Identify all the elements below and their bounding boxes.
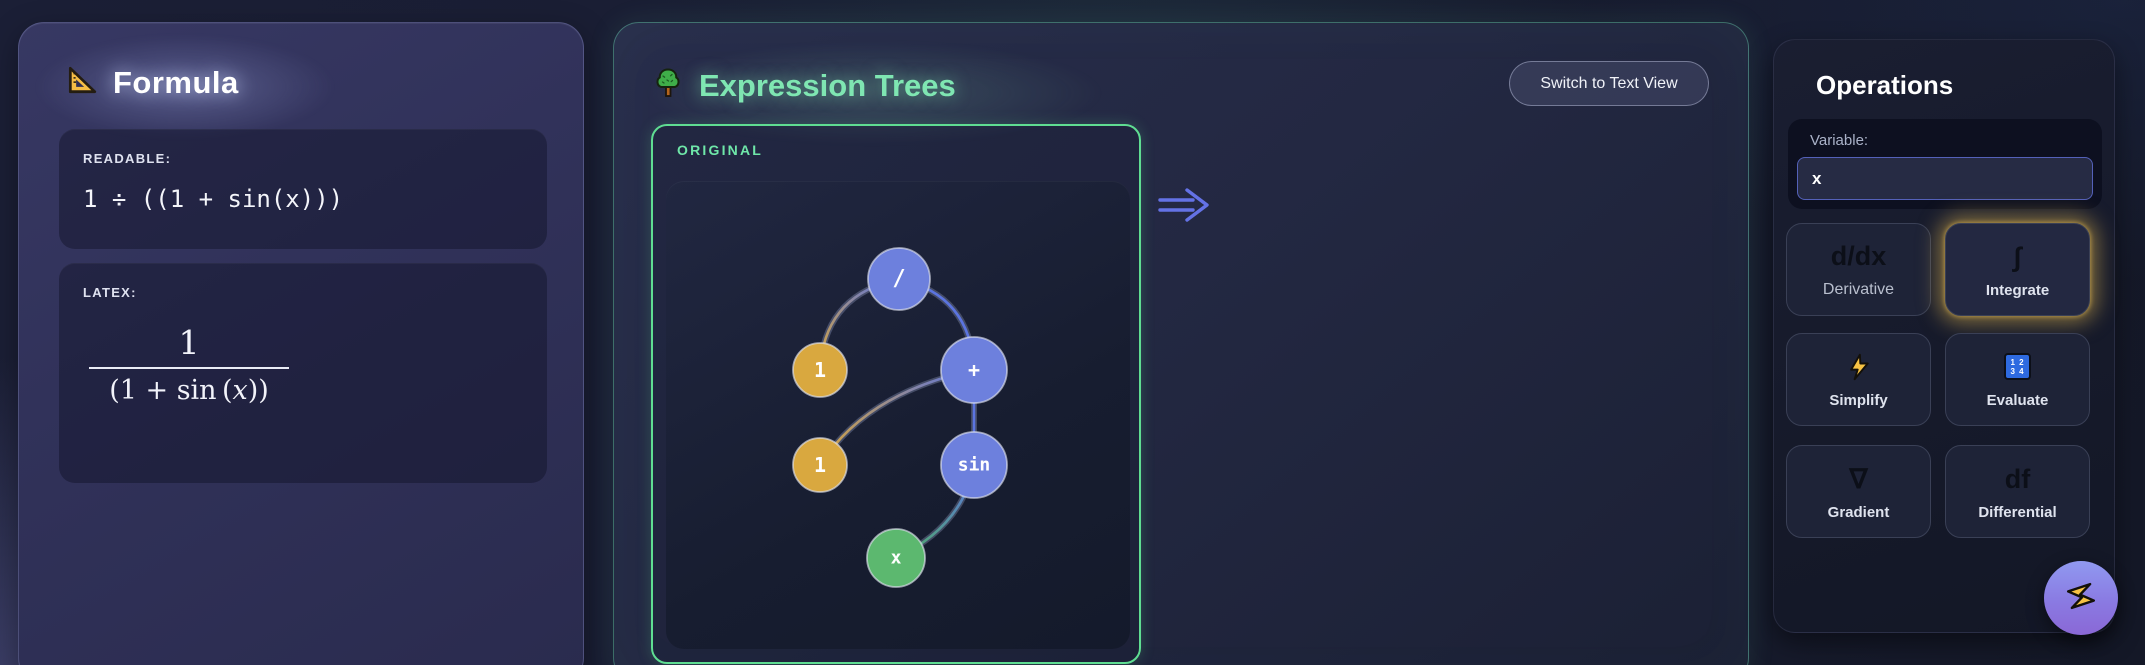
tree-node-plus[interactable] (940, 336, 1008, 404)
numbers-icon-row1: 1 2 (2010, 357, 2025, 367)
tree-node-label-plus: + (968, 358, 980, 382)
tree-node-label-one1: 1 (814, 358, 826, 382)
formula-panel: Formula READABLE: 1 ÷ ((1 + sin(x))) LAT… (18, 22, 584, 665)
df-icon: df (2004, 463, 2031, 494)
tree-node-x[interactable] (866, 528, 926, 588)
sigma-bolt-fab[interactable] (2044, 561, 2118, 635)
lightning-icon (1845, 351, 1873, 383)
numbers-icon-wrap: 1 2 3 4 (2004, 351, 2031, 383)
fraction-den-suffix: )) (247, 375, 269, 406)
evaluate-button[interactable]: 1 2 3 4 Evaluate (1945, 333, 2090, 426)
integrate-label: Integrate (1985, 281, 2050, 299)
formula-header: Formula (65, 63, 239, 102)
tree-node-div[interactable] (867, 247, 931, 311)
nabla-icon: ∇ (1849, 463, 1868, 494)
readable-expression: 1 ÷ ((1 + sin(x))) (83, 185, 344, 213)
variable-input[interactable] (1797, 157, 2093, 200)
expression-trees-panel: Expression Trees Switch to Text View ORI… (613, 22, 1749, 665)
original-label: ORIGINAL (677, 142, 764, 158)
formula-panel-title: Formula (113, 64, 239, 100)
latex-label: LATEX: (83, 285, 137, 300)
switch-to-text-view-button[interactable]: Switch to Text View (1509, 61, 1709, 106)
tree-node-label-sin: sin (958, 455, 991, 476)
original-tree-box: ORIGINAL / 1 +1 sin x (651, 124, 1141, 664)
evaluate-label: Evaluate (1986, 391, 2049, 409)
differential-label: Differential (1978, 503, 2057, 521)
gradient-label: Gradient (1827, 503, 1890, 521)
trees-panel-title: Expression Trees (699, 67, 956, 103)
numbers-icon: 1 2 3 4 (2004, 353, 2031, 380)
operations-panel: Operations Variable: d/dx Derivative ∫ I… (1773, 39, 2115, 633)
integral-icon: ∫ (2013, 241, 2022, 272)
tree-node-label-x: x (891, 548, 902, 569)
tree-node-label-div: / (892, 267, 905, 292)
tree-node-one2[interactable] (792, 437, 848, 493)
tree-canvas[interactable]: / 1 +1 sin x (666, 181, 1130, 649)
fraction-rule (89, 367, 289, 369)
tree-node-one1[interactable] (792, 342, 848, 398)
differential-button[interactable]: df Differential (1945, 445, 2090, 538)
readable-label: READABLE: (83, 151, 172, 166)
tree-node-label-one2: 1 (814, 453, 826, 477)
ddx-icon: d/dx (1830, 241, 1887, 271)
tree-node-sin[interactable] (940, 431, 1008, 499)
operations-title: Operations (1816, 70, 1954, 100)
latex-box: LATEX: 1 (1 + sin (x)) (59, 263, 547, 483)
triangular-ruler-icon (65, 63, 99, 102)
derivative-label: Derivative (1822, 281, 1895, 298)
gradient-button[interactable]: ∇ Gradient (1786, 445, 1931, 538)
fraction-den-prefix: (1 + sin ( (109, 375, 233, 406)
transform-arrow-icon (1156, 183, 1214, 229)
derivative-button[interactable]: d/dx Derivative (1786, 223, 1931, 316)
expression-tree-graph: / 1 +1 sin x (792, 247, 1008, 588)
tree-icon (652, 67, 684, 104)
variable-label: Variable: (1810, 132, 1869, 149)
readable-box: READABLE: 1 ÷ ((1 + sin(x))) (59, 129, 547, 249)
fraction-denominator: (1 + sin (x)) (89, 375, 289, 406)
variable-group: Variable: (1788, 119, 2102, 209)
sigma-bolt-icon (2059, 574, 2103, 623)
fraction-numerator: 1 (178, 323, 200, 362)
fraction-den-variable: x (232, 375, 248, 406)
latex-fraction: 1 (1 + sin (x)) (89, 325, 289, 406)
numbers-icon-row2: 3 4 (2010, 366, 2025, 376)
simplify-button[interactable]: Simplify (1786, 333, 1931, 426)
trees-header: Expression Trees (652, 67, 956, 104)
integrate-button[interactable]: ∫ Integrate (1945, 223, 2090, 316)
simplify-label: Simplify (1829, 391, 1888, 409)
